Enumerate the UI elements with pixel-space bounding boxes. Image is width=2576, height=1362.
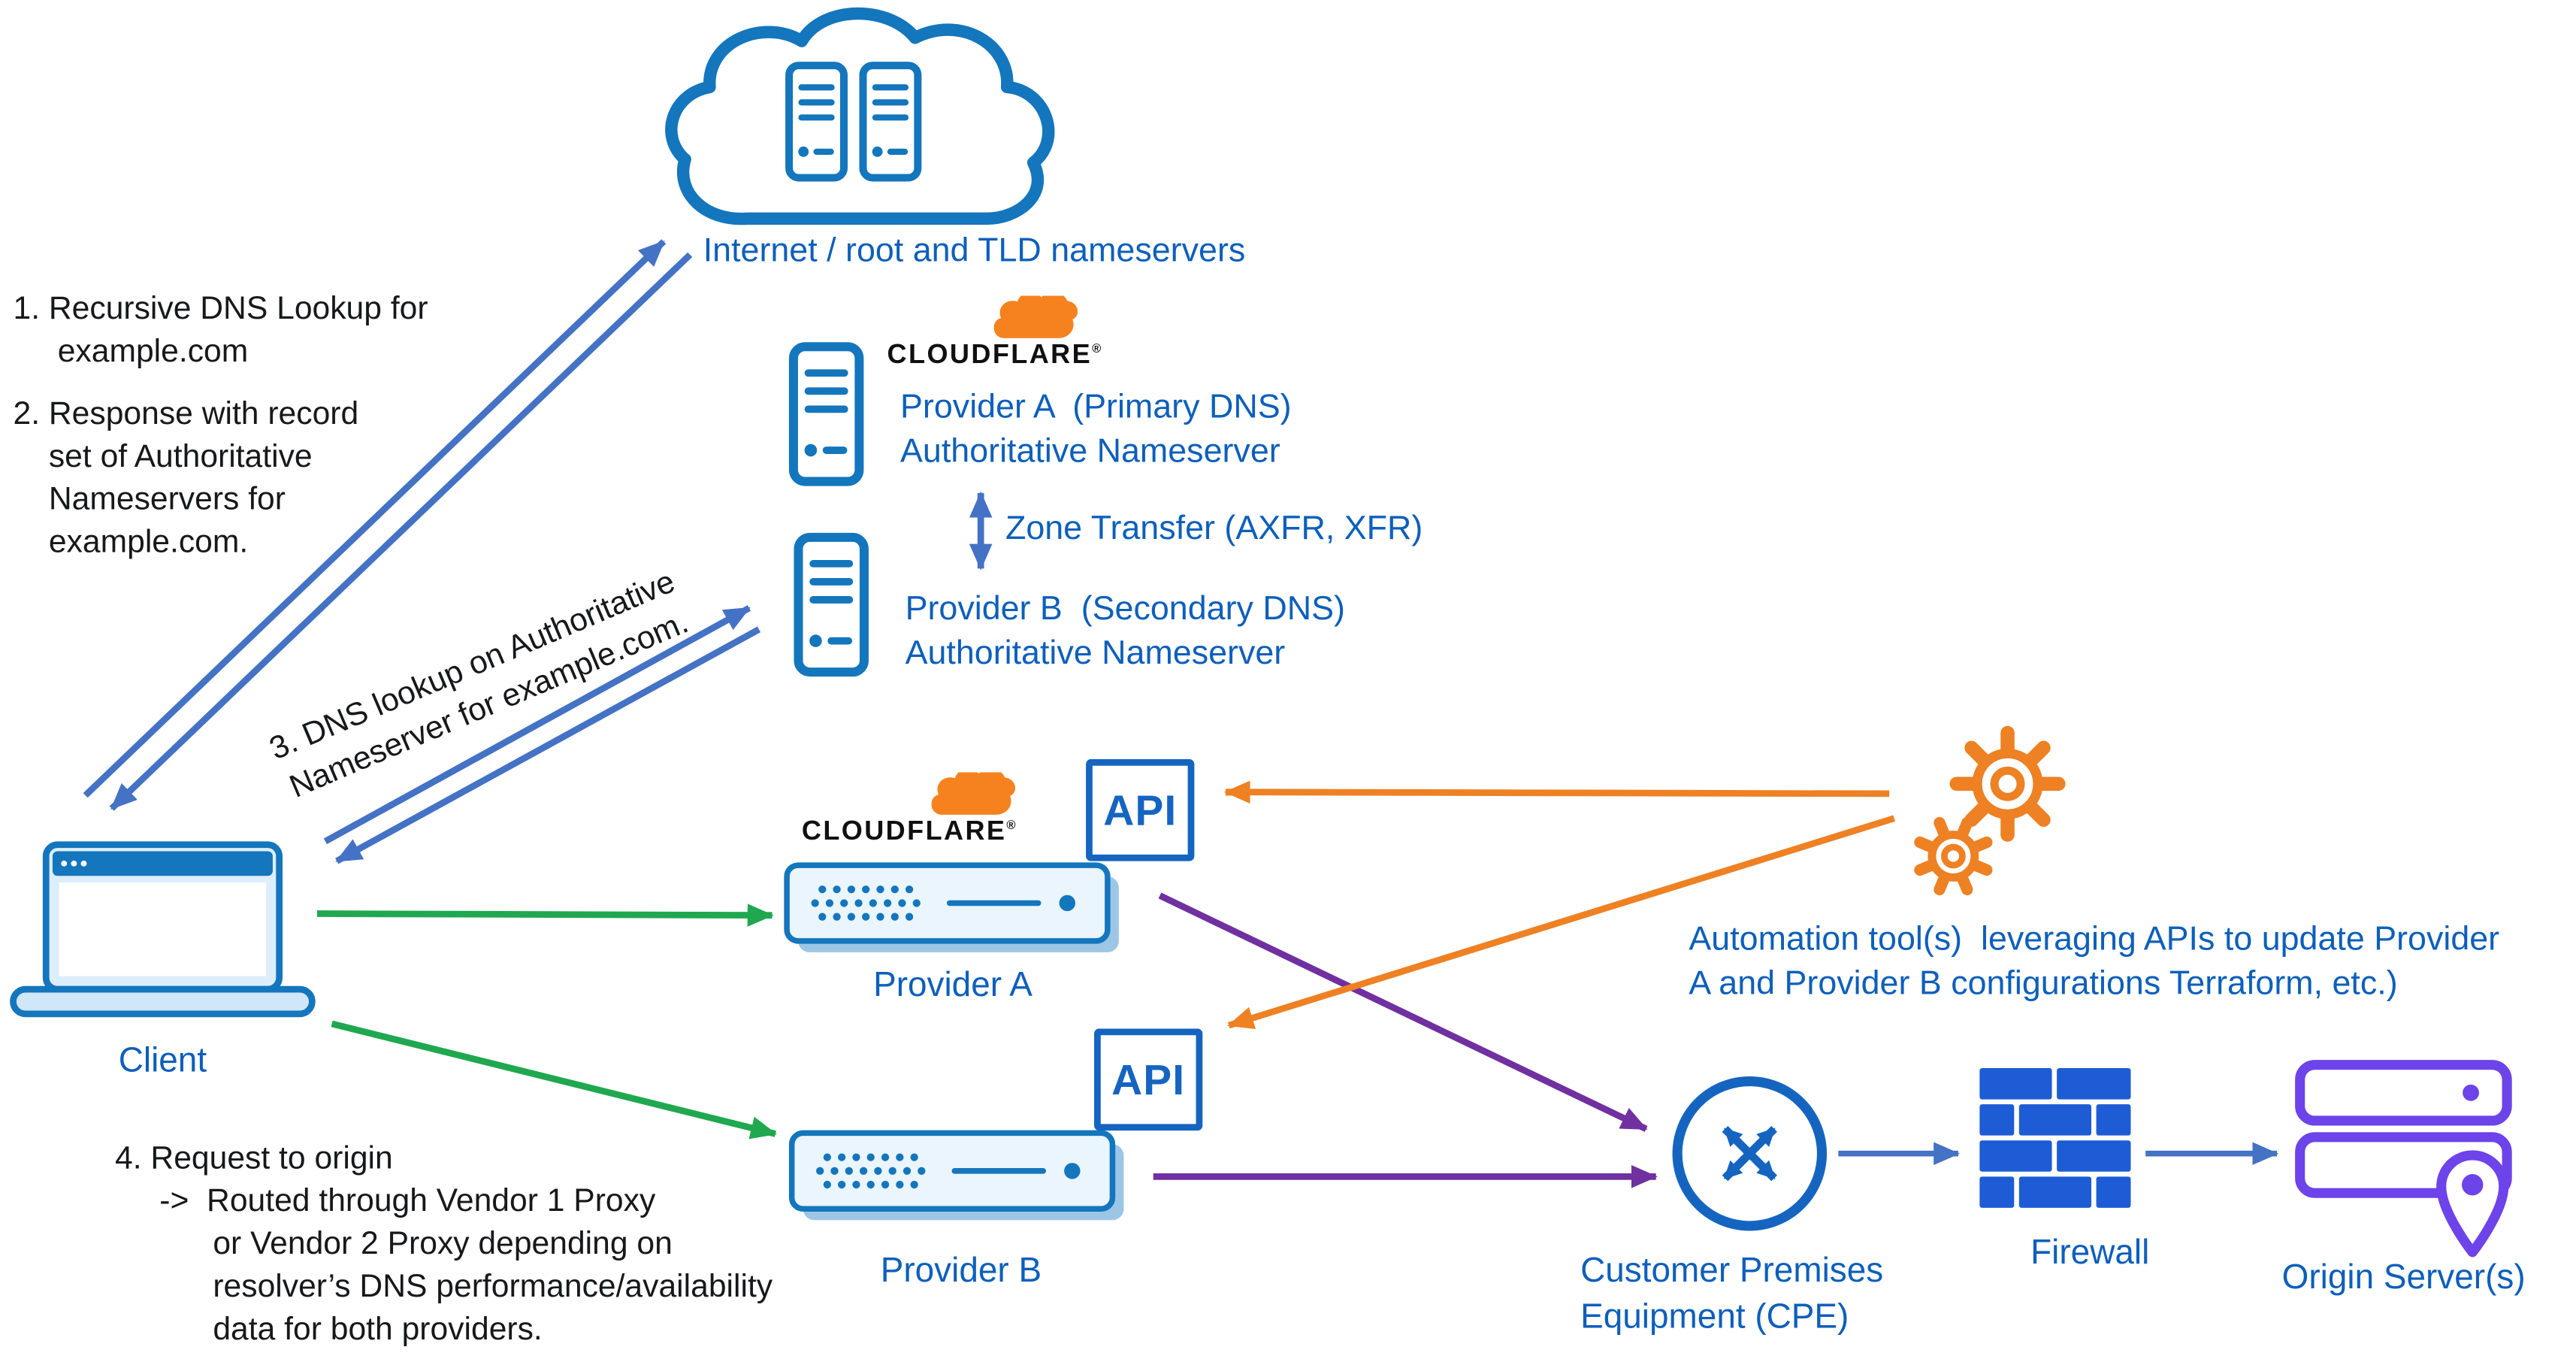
nameserver-b-icon — [798, 537, 863, 672]
arrow-authoritative-query — [323, 605, 751, 845]
cpe-router-icon — [1672, 1076, 1828, 1231]
firewall-label: Firewall — [2030, 1233, 2150, 1273]
cloudflare-cloud-icon-mid — [931, 772, 1016, 815]
nameserver-a-icon — [794, 347, 859, 481]
step1-note: 1. Recursive DNS Lookup for example.com — [13, 290, 428, 370]
api-badge-a: API — [1086, 759, 1195, 861]
provider-a-nameserver-label: Provider A (Primary DNS) Authoritative N… — [900, 387, 1292, 471]
api-badge-b: API — [1094, 1028, 1203, 1131]
arrow-provider-a-cpe — [1158, 892, 1648, 1132]
cpe-label: Customer Premises Equipment (CPE) — [1580, 1252, 1884, 1336]
firewall-icon — [1979, 1068, 2131, 1208]
location-pin-icon — [2436, 1150, 2509, 1258]
arrow-automation-api-b — [1227, 815, 1895, 1030]
step2-note: 2. Response with record set of Authorita… — [13, 395, 359, 560]
registered-mark: ® — [1092, 340, 1102, 356]
tld-server-icon — [863, 65, 918, 177]
zone-transfer-label: Zone Transfer (AXFR, XFR) — [1005, 509, 1423, 548]
arrow-recursive-query — [83, 239, 667, 798]
cloudflare-wordmark-text: CLOUDFLARE — [887, 340, 1093, 370]
client-label: Client — [118, 1042, 207, 1080]
automation-label: Automation tool(s) leveraging APIs to up… — [1689, 920, 2500, 1003]
arrow-client-provider-a — [316, 903, 774, 927]
arrow-authoritative-response — [335, 626, 761, 864]
provider-b-nameserver-label: Provider B (Secondary DNS) Authoritative… — [905, 589, 1345, 673]
cloudflare-wordmark-top: CLOUDFLARE® — [887, 340, 1102, 372]
cloudflare-wordmark-mid: CLOUDFLARE® — [802, 817, 1016, 849]
root-server-icon — [789, 65, 844, 177]
cloudflare-wordmark-text: CLOUDFLARE — [801, 816, 1007, 846]
proxy-appliance-b — [792, 1133, 1124, 1220]
arrow-client-provider-b — [331, 1020, 778, 1140]
gears-icon — [1914, 725, 2066, 896]
origin-servers-icon — [2295, 1060, 2512, 1258]
internet-cloud-icon — [665, 7, 1055, 225]
arrow-recursive-response — [109, 252, 693, 811]
proxy-appliance-a — [787, 865, 1119, 952]
arrow-automation-api-a — [1223, 780, 1890, 804]
step4-note: 4. Request to origin -> Routed through V… — [115, 1140, 773, 1348]
internet-label: Internet / root and TLD nameservers — [703, 232, 1246, 270]
client-laptop-icon — [10, 841, 316, 1018]
provider-a-label: Provider A — [873, 966, 1033, 1004]
provider-b-label: Provider B — [880, 1252, 1042, 1291]
cloudflare-cloud-icon-top — [993, 295, 1078, 338]
registered-mark: ® — [1006, 817, 1016, 833]
origin-label: Origin Server(s) — [2281, 1258, 2526, 1297]
